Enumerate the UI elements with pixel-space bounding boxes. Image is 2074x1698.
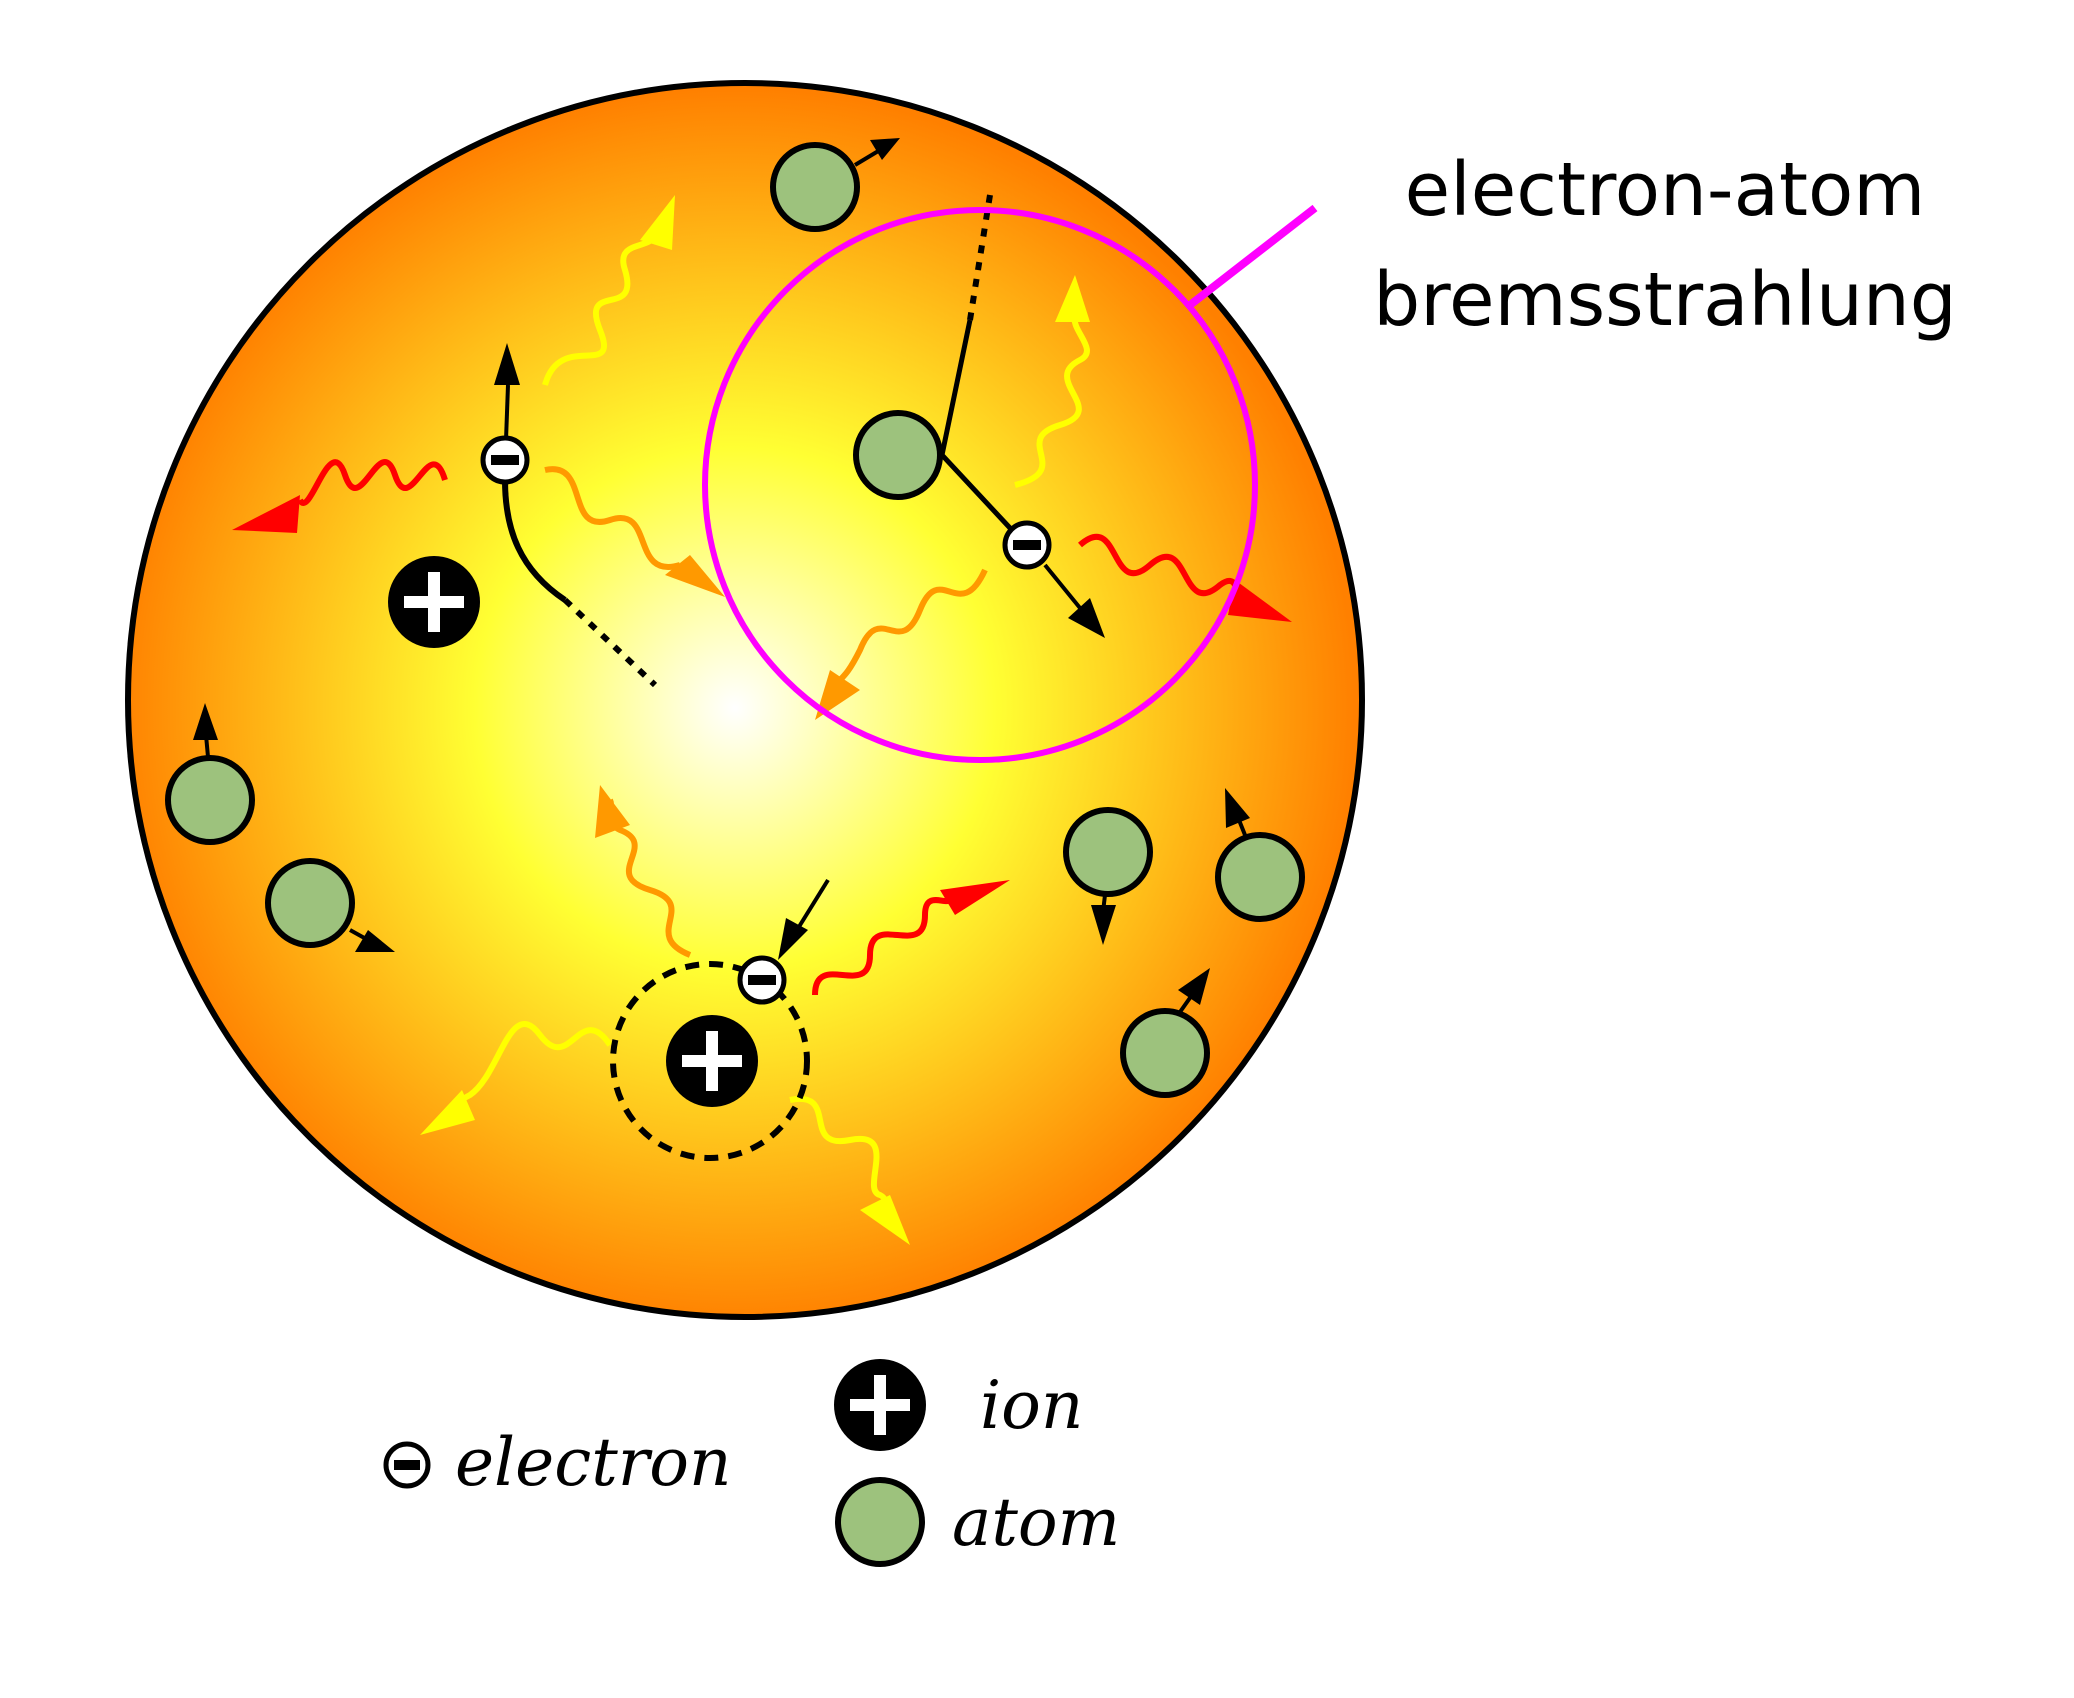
electron — [480, 435, 530, 485]
photon-red-icon — [232, 459, 448, 533]
legend-atom-icon — [835, 1477, 925, 1567]
arrow-head-icon — [1068, 598, 1105, 638]
electron — [1002, 520, 1052, 570]
electron — [737, 955, 787, 1005]
plasma-sphere — [125, 80, 1365, 1320]
electron-trajectory — [502, 479, 567, 603]
electron-trajectory-dotted — [967, 194, 993, 321]
legend-electron-label: electron — [455, 1424, 732, 1501]
atom — [853, 410, 943, 500]
photon-red-icon — [812, 880, 1010, 996]
atom — [1063, 807, 1153, 945]
legend: electron ion atom — [383, 1359, 1120, 1567]
atom — [165, 703, 255, 845]
photon-orange-icon — [595, 785, 692, 958]
photon-red-icon — [1078, 534, 1292, 622]
photon-orange-icon — [544, 466, 725, 597]
photon-yellow-icon — [1014, 275, 1090, 488]
arrow-head-icon — [778, 918, 808, 960]
ion — [388, 556, 480, 648]
atom — [1120, 968, 1210, 1098]
legend-electron-icon — [383, 1441, 431, 1489]
callout-line — [1187, 204, 1318, 309]
photon-yellow-icon — [789, 1095, 910, 1245]
legend-atom-label: atom — [952, 1484, 1120, 1561]
legend-ion-label: ion — [980, 1367, 1083, 1444]
atom — [265, 858, 395, 952]
photon-orange-icon — [815, 568, 988, 720]
highlight-circle — [702, 207, 1258, 763]
atom — [770, 138, 900, 232]
recombination-orbit — [610, 961, 810, 1161]
callout-label-line2: bremsstrahlung — [1373, 257, 1957, 343]
ion — [666, 1015, 758, 1107]
arrow-head-icon — [494, 343, 520, 385]
photon-yellow-icon — [420, 1021, 613, 1135]
atom — [1215, 788, 1305, 922]
electron-velocity-arrow — [795, 878, 830, 932]
legend-ion-icon — [834, 1359, 926, 1451]
electron-velocity-arrow — [504, 384, 510, 441]
photon-yellow-icon — [542, 195, 675, 386]
callout-label-line1: electron-atom — [1405, 147, 1926, 233]
electron-trajectory-dotted — [562, 597, 658, 688]
electron-velocity-arrow — [1043, 563, 1082, 610]
